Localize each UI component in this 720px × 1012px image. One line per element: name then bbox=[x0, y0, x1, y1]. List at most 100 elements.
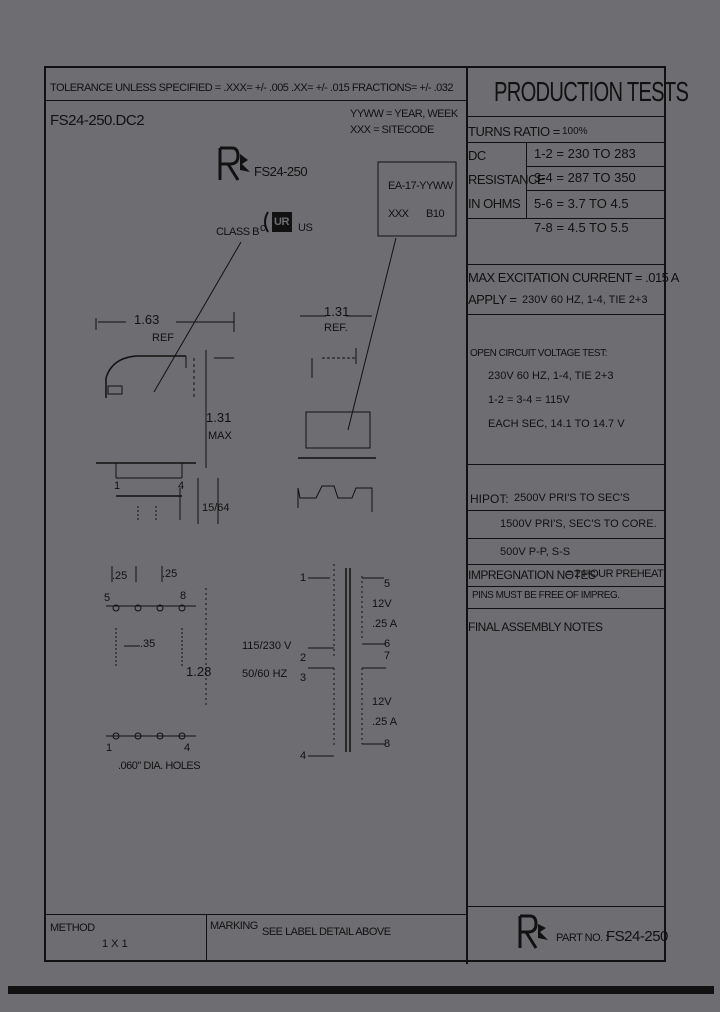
divider bbox=[466, 510, 666, 511]
dim-pin-1: 1 bbox=[114, 480, 121, 492]
impregnation-value: = 2 HOUR PREHEAT bbox=[566, 568, 664, 580]
label-legend-1: YYWW = YEAR, WEEK bbox=[350, 108, 458, 120]
sch-pin-6: 6 bbox=[384, 638, 391, 650]
method-label: METHOD bbox=[50, 922, 95, 934]
label-legend-2: XXX = SITECODE bbox=[350, 124, 434, 136]
label-box-outline bbox=[377, 161, 457, 237]
divider bbox=[526, 142, 527, 218]
dim-pin-1-b: 1 bbox=[106, 742, 113, 754]
dim-1-28: 1.28 bbox=[186, 664, 212, 679]
label-ul-c: c bbox=[260, 222, 266, 234]
sch-sec2-current: .25 A bbox=[372, 716, 398, 728]
dim-1-31-a: 1.31 bbox=[324, 304, 350, 319]
dim-pin-4: 4 bbox=[178, 480, 185, 492]
dim-pin-5: 5 bbox=[104, 592, 111, 604]
bottom-rule bbox=[8, 986, 714, 994]
recoton-logo-icon bbox=[518, 914, 548, 949]
dim-ref-1: REF bbox=[152, 332, 174, 344]
sch-primary-freq: 50/60 HZ bbox=[242, 668, 288, 680]
divider bbox=[466, 608, 666, 609]
ocv-title: OPEN CIRCUIT VOLTAGE TEST: bbox=[470, 348, 607, 359]
apply-value: 230V 60 HZ, 1-4, TIE 2+3 bbox=[522, 294, 648, 306]
impregnation-label: IMPREGNATION NOTES bbox=[468, 568, 596, 582]
resistance-7-8: 7-8 = 4.5 TO 5.5 bbox=[534, 220, 629, 235]
sch-pin-5: 5 bbox=[384, 578, 391, 590]
dim-pin-8: 8 bbox=[180, 590, 187, 602]
in-ohms-label: IN OHMS bbox=[468, 196, 521, 211]
dim-25-b: .25 bbox=[162, 568, 178, 580]
divider bbox=[466, 116, 666, 117]
sch-primary-voltage: 115/230 V bbox=[242, 640, 292, 652]
resistance-5-6: 5-6 = 3.7 TO 4.5 bbox=[534, 196, 629, 211]
divider bbox=[46, 914, 466, 915]
divider bbox=[466, 142, 666, 143]
dim-max: MAX bbox=[208, 430, 232, 442]
label-ul-us: US bbox=[298, 222, 313, 234]
turns-ratio-value: 100% bbox=[562, 126, 588, 137]
dc-label: DC bbox=[468, 148, 486, 163]
dim-1-63: 1.63 bbox=[134, 312, 160, 327]
production-panel: PRODUCTION TESTS TURNS RATIO = 100% DC R… bbox=[466, 68, 689, 964]
part-code: FS24-250.DC2 bbox=[50, 112, 145, 129]
divider bbox=[46, 100, 466, 101]
tolerance-text: TOLERANCE UNLESS SPECIFIED = .XXX= +/- .… bbox=[50, 82, 454, 94]
pins-note: PINS MUST BE FREE OF IMPREG. bbox=[472, 590, 620, 601]
final-assembly-notes: FINAL ASSEMBLY NOTES bbox=[468, 620, 603, 634]
sch-pin-4: 4 bbox=[300, 750, 307, 762]
divider bbox=[466, 68, 468, 964]
sch-pin-3: 3 bbox=[300, 672, 307, 684]
drawing-graphics bbox=[95, 146, 457, 757]
part-no-value: FS24-250 bbox=[606, 928, 668, 945]
divider bbox=[466, 264, 666, 265]
dim-25-a: .25 bbox=[112, 570, 128, 582]
dim-15-64: 15/64 bbox=[202, 502, 230, 514]
divider bbox=[466, 314, 666, 315]
sch-pin-1: 1 bbox=[300, 572, 307, 584]
resistance-1-2: 1-2 = 230 TO 283 bbox=[534, 146, 636, 161]
production-title: PRODUCTION TESTS bbox=[494, 76, 689, 107]
divider bbox=[526, 190, 666, 191]
dim-pin-4-b: 4 bbox=[184, 742, 191, 754]
marking-label: MARKING bbox=[210, 920, 258, 932]
divider bbox=[466, 906, 666, 907]
divider bbox=[466, 564, 666, 565]
hipot-label: HIPOT: bbox=[470, 492, 509, 506]
max-excitation: MAX EXCITATION CURRENT = .015 A bbox=[468, 270, 679, 285]
label-box-b10: B10 bbox=[426, 208, 445, 220]
divider bbox=[466, 464, 666, 465]
label-box-line1: EA-17-YYWW bbox=[388, 180, 453, 192]
turns-ratio-label: TURNS RATIO = bbox=[468, 124, 560, 139]
label-box-xxx: XXX bbox=[388, 208, 409, 220]
method-value: 1 X 1 bbox=[102, 938, 128, 950]
label-class: CLASS B bbox=[216, 226, 259, 238]
apply-label: APPLY = bbox=[468, 292, 517, 307]
sch-sec1-current: .25 A bbox=[372, 618, 398, 630]
dim-holes: .060" DIA. HOLES bbox=[118, 760, 201, 772]
resistance-3-4: 3-4 = 287 TO 350 bbox=[534, 170, 636, 185]
divider bbox=[206, 914, 207, 960]
divider bbox=[526, 166, 666, 167]
marking-value: SEE LABEL DETAIL ABOVE bbox=[262, 926, 391, 938]
sch-sec1-voltage: 12V bbox=[372, 598, 392, 610]
hipot-line-3: 500V P-P, S-S bbox=[500, 546, 571, 558]
divider bbox=[466, 538, 666, 539]
divider bbox=[466, 218, 666, 219]
label-ul-mark: UR bbox=[274, 216, 289, 228]
recoton-logo-icon bbox=[218, 146, 250, 181]
dim-1-31-b: 1.31 bbox=[206, 410, 232, 425]
sch-pin-2: 2 bbox=[300, 652, 307, 664]
drawing-sheet: TOLERANCE UNLESS SPECIFIED = .XXX= +/- .… bbox=[44, 66, 689, 964]
hipot-line-1: 2500V PRI'S TO SEC'S bbox=[514, 492, 630, 504]
hipot-line-2: 1500V PRI'S, SEC'S TO CORE. bbox=[500, 518, 657, 530]
sch-pin-8: 8 bbox=[384, 738, 391, 750]
part-no-label: PART NO. : bbox=[556, 932, 608, 944]
sch-sec2-voltage: 12V bbox=[372, 696, 392, 708]
ocv-line-1: 230V 60 HZ, 1-4, TIE 2+3 bbox=[488, 370, 614, 382]
dim-35: .35 bbox=[140, 638, 156, 650]
ul-recognized-icon bbox=[264, 211, 292, 233]
label-logo-text: FS24-250 bbox=[254, 164, 308, 179]
divider bbox=[466, 586, 666, 587]
dim-ref-2: REF. bbox=[324, 322, 348, 334]
ocv-line-3: EACH SEC, 14.1 TO 14.7 V bbox=[488, 418, 625, 430]
ocv-line-2: 1-2 = 3-4 = 115V bbox=[488, 394, 570, 406]
